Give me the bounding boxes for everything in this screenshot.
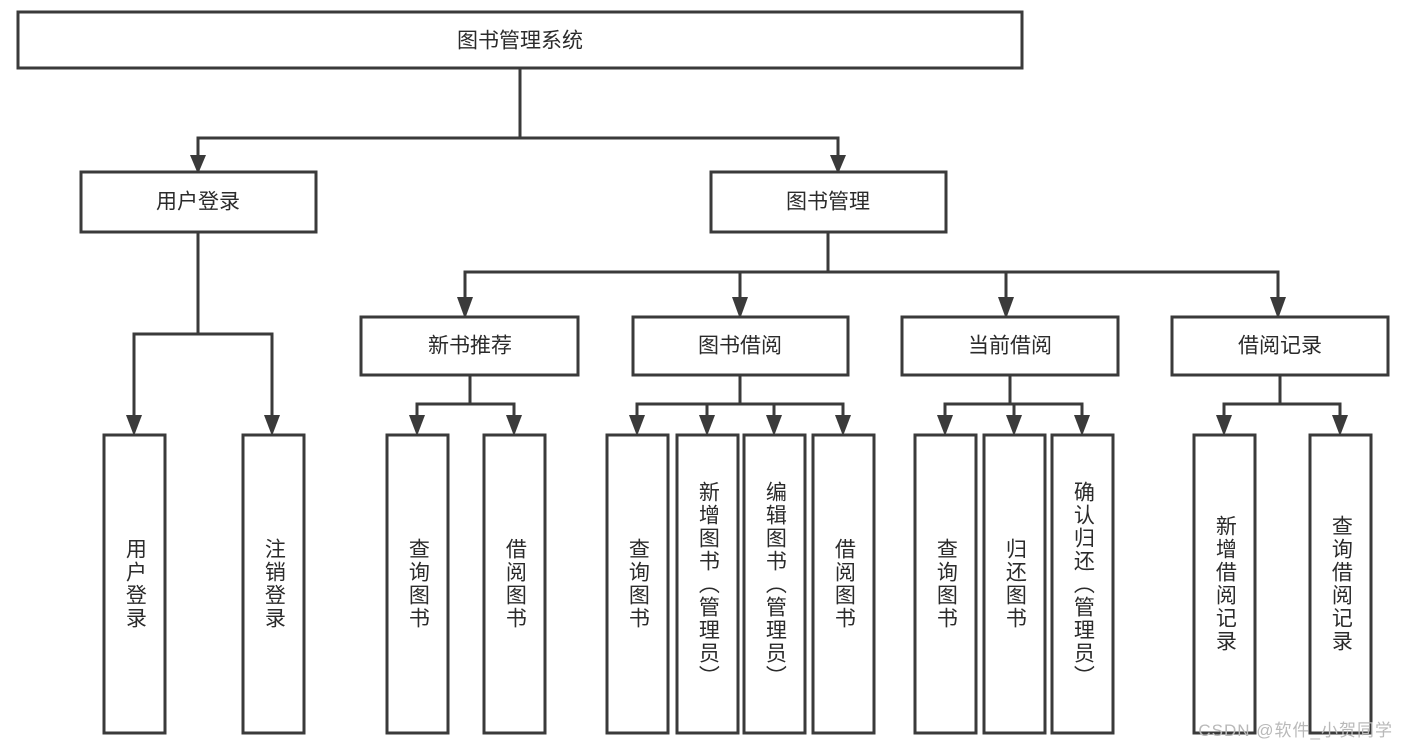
leaf-box-add-borrow-record[interactable] [1192,433,1257,735]
connector-new-book-to-leaves [409,373,522,436]
leaf-box-query-book-rec[interactable] [385,433,450,735]
node-new-book-recommend-label: 新书推荐 [428,335,512,358]
leaf-box-return-book[interactable] [982,433,1047,735]
node-book-borrow[interactable]: 图书借阅 [631,315,850,377]
connector-borrow-records-to-leaves [1216,373,1348,436]
leaf-box-add-book-admin[interactable] [675,433,740,735]
node-user-login[interactable]: 用户登录 [79,170,318,234]
leaf-box-confirm-return-admin[interactable] [1050,433,1115,735]
leaf-box-group [102,433,1373,735]
leaf-box-query-borrow-record[interactable] [1308,433,1373,735]
node-book-borrow-label: 图书借阅 [698,335,782,358]
leaf-box-borrow-book-rec[interactable] [482,433,547,735]
leaf-box-edit-book-admin[interactable] [742,433,807,735]
connector-user-login-to-leaves [126,230,280,436]
node-root-label: 图书管理系统 [457,30,583,53]
connector-book-borrow-to-leaves [629,373,851,436]
leaf-box-query-book-borrow[interactable] [605,433,670,735]
node-book-management[interactable]: 图书管理 [709,170,948,234]
node-user-login-label: 用户登录 [156,191,240,214]
node-root[interactable]: 图书管理系统 [16,10,1024,70]
node-current-borrow-label: 当前借阅 [968,335,1052,358]
csdn-watermark: CSDN @软件_小贺同学 [1198,721,1393,740]
connector-book-mgmt-to-level3 [457,230,1286,319]
leaf-box-query-book-current[interactable] [913,433,978,735]
leaf-box-user-login[interactable] [102,433,167,735]
node-book-management-label: 图书管理 [786,191,870,214]
leaf-box-borrow-book[interactable] [811,433,876,735]
node-borrow-records-label: 借阅记录 [1238,335,1322,358]
connector-current-borrow-to-leaves [937,373,1090,436]
connector-root-to-level2 [190,66,846,174]
leaf-box-logout[interactable] [241,433,306,735]
node-borrow-records[interactable]: 借阅记录 [1170,315,1390,377]
node-new-book-recommend[interactable]: 新书推荐 [359,315,580,377]
node-current-borrow[interactable]: 当前借阅 [900,315,1120,377]
